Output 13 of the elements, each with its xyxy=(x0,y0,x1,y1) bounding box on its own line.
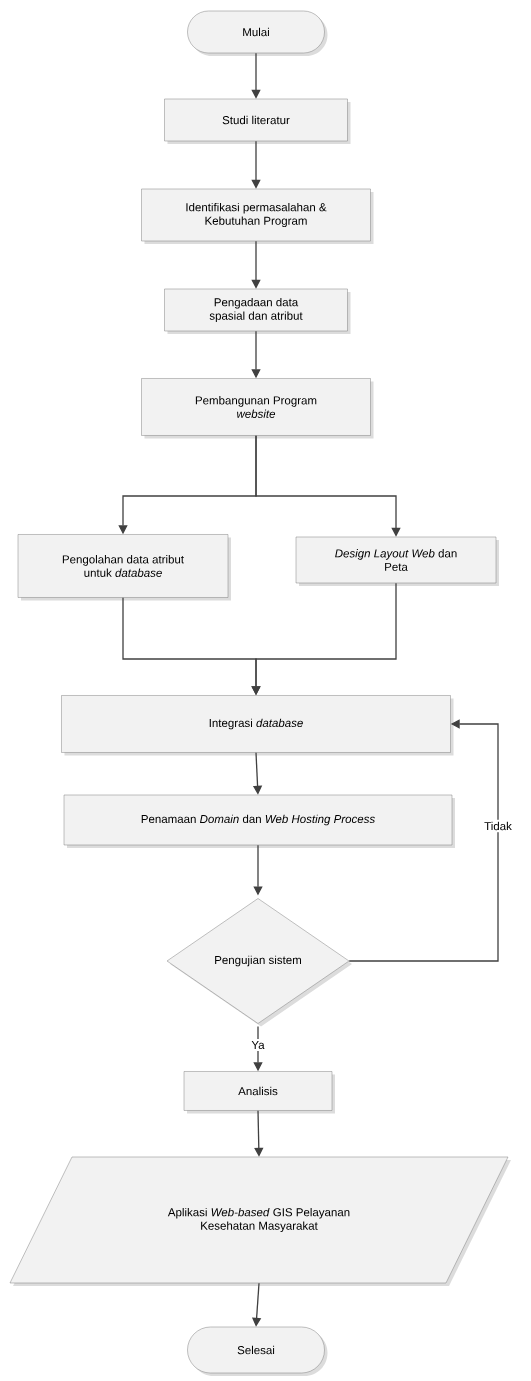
process-box: Identifikasi permasalahan & Kebutuhan Program xyxy=(141,188,374,244)
process-box: Pembangunan Program website xyxy=(141,378,374,439)
process-box: Studi literatur xyxy=(164,98,351,144)
arrow xyxy=(348,719,499,962)
process-box: Penamaan Domain dan Web Hosting Process xyxy=(63,794,455,848)
process-box: Design Layout Web dan Peta xyxy=(295,536,499,586)
process-box: Pengadaan data spasial dan atribut xyxy=(164,288,351,334)
edge-label: Ya xyxy=(249,1039,267,1051)
process-box: Integrasi database xyxy=(61,695,454,756)
process-box: Pengolahan data atribut untuk database xyxy=(17,534,231,601)
process-box: Analisis xyxy=(183,1071,335,1114)
edge-label: Tidak xyxy=(482,819,514,833)
output-parallelogram: Aplikasi Web-based GIS Pelayanan Kesehatan Masyarakat xyxy=(9,1156,511,1286)
